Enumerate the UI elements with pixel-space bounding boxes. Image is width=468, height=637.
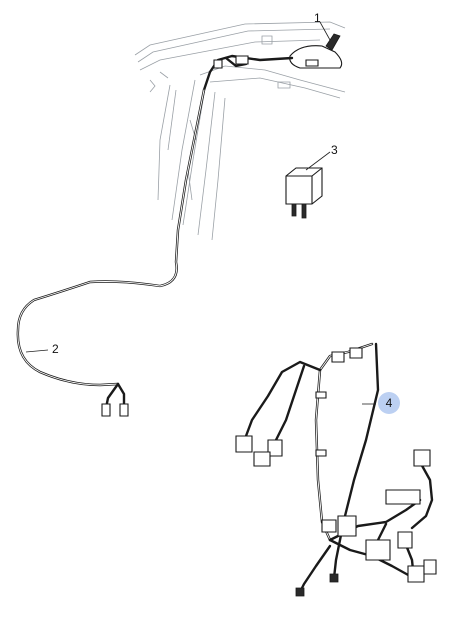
antenna-cable	[16, 88, 206, 417]
callout-1: 1	[314, 11, 321, 25]
callout-3: 3	[331, 143, 338, 157]
antenna-module	[289, 33, 343, 69]
callout-leaders	[25, 21, 376, 405]
main-wiring-harness	[235, 342, 437, 597]
vehicle-body-outline	[134, 21, 346, 241]
callout-4-highlighted: 4	[378, 392, 400, 414]
antenna-roof-cable	[202, 54, 294, 92]
relay	[285, 167, 323, 219]
callout-2: 2	[52, 342, 59, 356]
